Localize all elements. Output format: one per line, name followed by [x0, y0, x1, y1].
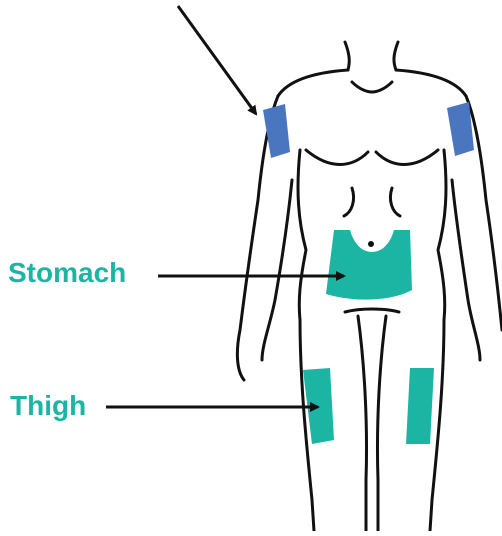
arm-injection-site-left — [263, 104, 290, 158]
navel — [368, 241, 374, 247]
thigh-label: Thigh — [10, 392, 86, 420]
arm-pointer-arrow — [178, 6, 256, 114]
stomach-injection-site — [326, 230, 412, 300]
thigh-injection-site-right — [406, 368, 434, 444]
stomach-label: Stomach — [8, 259, 126, 287]
